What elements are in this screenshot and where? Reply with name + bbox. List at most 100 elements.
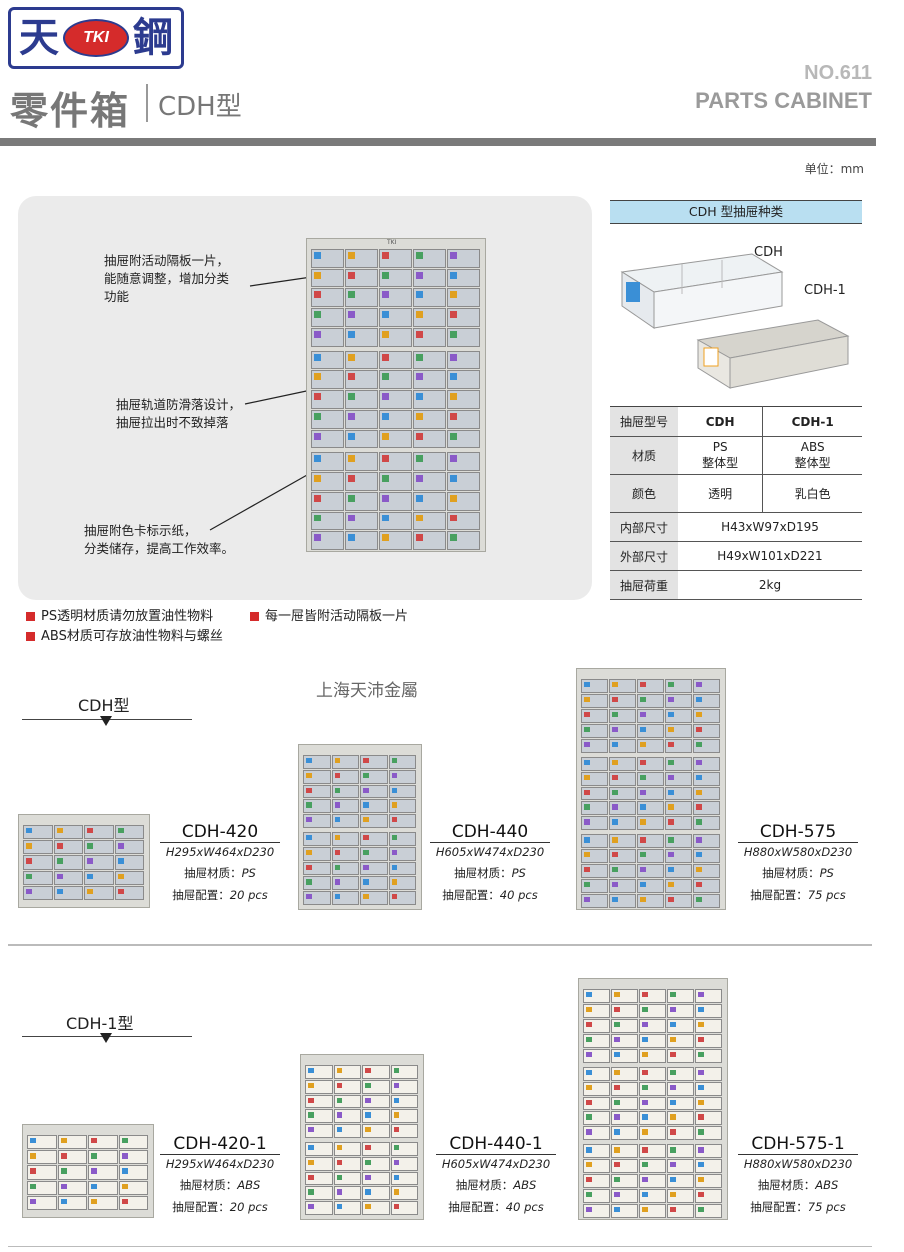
drawer (611, 989, 638, 1003)
drawer-label-card (614, 1192, 620, 1198)
drawer (667, 1159, 694, 1174)
drawer (447, 452, 480, 472)
drawer (637, 756, 664, 771)
drawer-label-card (670, 1192, 676, 1198)
drawer (390, 1124, 418, 1138)
drawer-label-card (365, 1112, 371, 1118)
drawer (611, 1126, 638, 1141)
drawer (609, 849, 636, 864)
drawer-label-card (91, 1153, 98, 1159)
drawer-label-card (670, 1006, 676, 1013)
drawer (345, 288, 378, 308)
drawer-label-card (670, 1084, 676, 1090)
drawer (609, 771, 636, 786)
spec-text: 抽屉配置： (750, 888, 808, 902)
page-title: 零件箱 (10, 89, 131, 133)
drawer-label-card (642, 1147, 648, 1153)
drawer (118, 1165, 148, 1180)
drawer (581, 834, 608, 849)
drawer-label-card (668, 774, 674, 780)
drawer-label-card (60, 1153, 67, 1159)
drawer-label-card (584, 804, 590, 810)
drawer-label-card (348, 373, 355, 381)
logo-char-right: 鋼 (133, 14, 173, 61)
spec-text: 抽屉材质： (179, 1178, 238, 1192)
drawer-label-card (363, 802, 369, 808)
drawer-label-card (391, 835, 398, 841)
drawer (305, 1094, 333, 1109)
drawer-label-card (393, 1145, 400, 1151)
drawer (388, 846, 416, 861)
product-name: CDH-420-1 (173, 1134, 267, 1154)
spec-text: 抽屉配置： (448, 1200, 506, 1214)
drawer-label-card (334, 758, 341, 764)
drawer (379, 409, 412, 429)
drawer (305, 1201, 333, 1215)
drawer-label-card (612, 837, 618, 843)
drawer (379, 327, 412, 347)
drawer (311, 409, 344, 429)
drawer-label-card (87, 873, 94, 879)
drawer (413, 409, 446, 429)
drawer-label-card (308, 1097, 314, 1103)
drawer-label-card (393, 1068, 400, 1074)
drawer (53, 885, 83, 900)
drawer-label-card (416, 494, 423, 502)
drawer (609, 894, 636, 908)
drawer (333, 1079, 361, 1094)
drawer-label-card (26, 858, 33, 864)
drawer (693, 816, 720, 831)
drawer-label-card (584, 774, 590, 780)
drawer-label-card (416, 534, 423, 542)
drawer (305, 1124, 333, 1138)
drawer (311, 249, 344, 268)
drawer-label-card (614, 1099, 620, 1105)
drawer-label-card (382, 393, 389, 401)
drawer (583, 1159, 610, 1174)
drawer-label-card (668, 852, 674, 858)
drawer-label-card (348, 311, 355, 319)
drawer-label-card (365, 1097, 371, 1103)
drawer-label-card (612, 897, 618, 903)
drawer (88, 1135, 118, 1150)
title-divider (146, 84, 148, 122)
drawer (360, 769, 388, 784)
drawer (305, 1109, 333, 1124)
callout-label-card: 抽屉附色卡标示纸， 分类储存，提高工作效率。 (84, 522, 234, 558)
drawer-label-card (87, 888, 94, 895)
drawer-label-card (336, 1112, 343, 1118)
drawer-label-card (586, 1006, 592, 1013)
drawer (311, 452, 344, 472)
drawer-label-card (314, 412, 321, 420)
cabinet-tag: TKI (387, 239, 397, 246)
drawer-label-card (614, 1207, 620, 1213)
drawer-label-card (614, 1084, 620, 1090)
drawer-label-card (450, 534, 457, 542)
drawer (581, 864, 608, 879)
drawer-label-card (586, 1207, 592, 1213)
drawer (667, 1048, 694, 1063)
drawer (639, 1189, 666, 1204)
drawer-label-card (391, 758, 398, 764)
drawer-label-card (336, 1145, 343, 1151)
drawer (637, 679, 664, 693)
drawer (693, 849, 720, 864)
drawer (311, 327, 344, 347)
product-dims: H295xW464xD230 (160, 1154, 280, 1171)
drawer (360, 755, 388, 769)
cabinet-image-cdh-420-1 (22, 1124, 154, 1218)
spec-row-load: 抽屉荷重 2kg (610, 570, 862, 600)
product-cdh-420-1: CDH-420-1 H295xW464xD230 抽屉材质：ABS 抽屉配置：2… (160, 1134, 280, 1215)
drawer (388, 832, 416, 846)
drawer-label-card (121, 1138, 128, 1144)
drawer-label-card (393, 1204, 400, 1210)
page-subtitle: CDH型 (158, 92, 242, 122)
drawer-label-card (696, 759, 702, 765)
drawer (379, 390, 412, 409)
drawer (305, 1156, 333, 1171)
drawer (345, 409, 378, 429)
drawer-label-card (698, 1207, 704, 1213)
drawer (345, 452, 378, 472)
drawer (581, 786, 608, 801)
drawer-label-card (586, 1021, 592, 1028)
